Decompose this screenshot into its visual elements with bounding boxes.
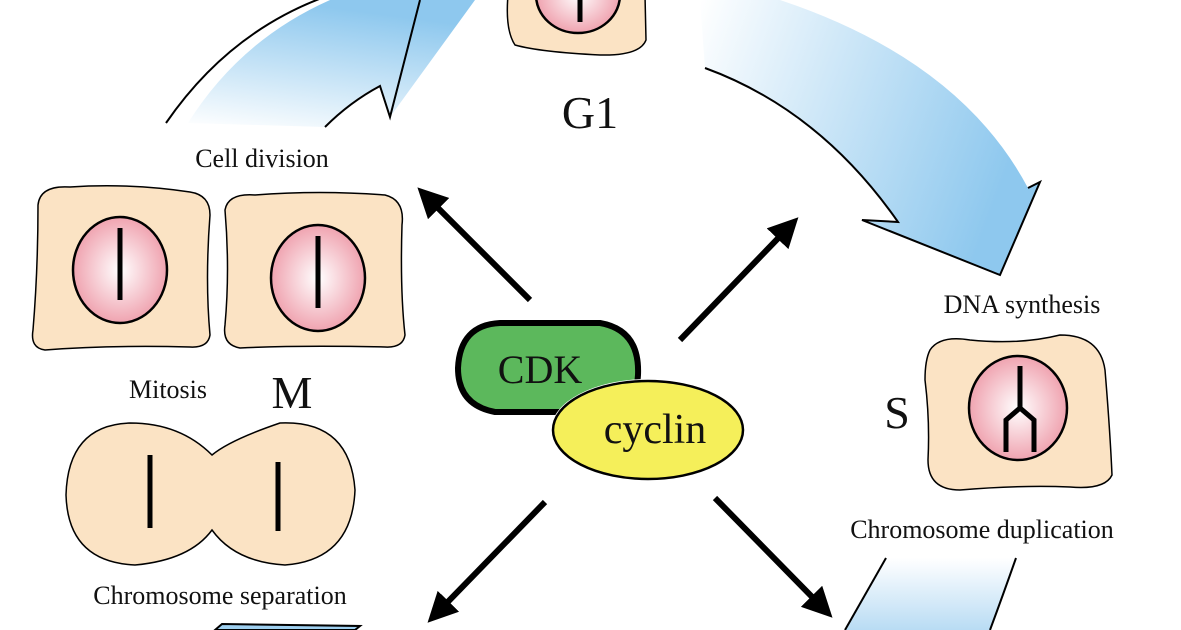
s-phase-cell [924, 334, 1113, 491]
cycle-arrow-g1-to-s [700, 0, 1042, 277]
chromosome-duplication-label: Chromosome duplication [850, 515, 1114, 544]
mitosis-label: Mitosis [129, 375, 207, 404]
dna-synthesis-label: DNA synthesis [944, 290, 1101, 319]
cyclin-protein: cyclin [551, 379, 745, 481]
cycle-arrow-g2-to-m [213, 622, 363, 630]
arrow-to-g2 [712, 495, 833, 618]
m-phase-label: M [272, 367, 313, 418]
arrow-to-cell-division [417, 187, 533, 303]
s-phase-label: S [884, 387, 910, 438]
cycle-arrow-m-to-g1 [165, 0, 475, 128]
arrow-to-chromosome-separation [427, 499, 548, 623]
chromosome-separation-label: Chromosome separation [93, 581, 346, 610]
g1-label: G1 [562, 87, 618, 138]
dividing-cell [65, 422, 356, 566]
arrow-to-dna-synthesis [677, 217, 799, 343]
g1-cell [506, 0, 647, 56]
cycle-arrow-s-to-g2 [844, 557, 1017, 630]
cdk-label: CDK [498, 347, 583, 392]
daughter-cell-right [223, 191, 406, 349]
cyclin-label: cyclin [604, 407, 707, 453]
cell-division-label: Cell division [195, 144, 329, 173]
daughter-cell-left [31, 185, 211, 351]
